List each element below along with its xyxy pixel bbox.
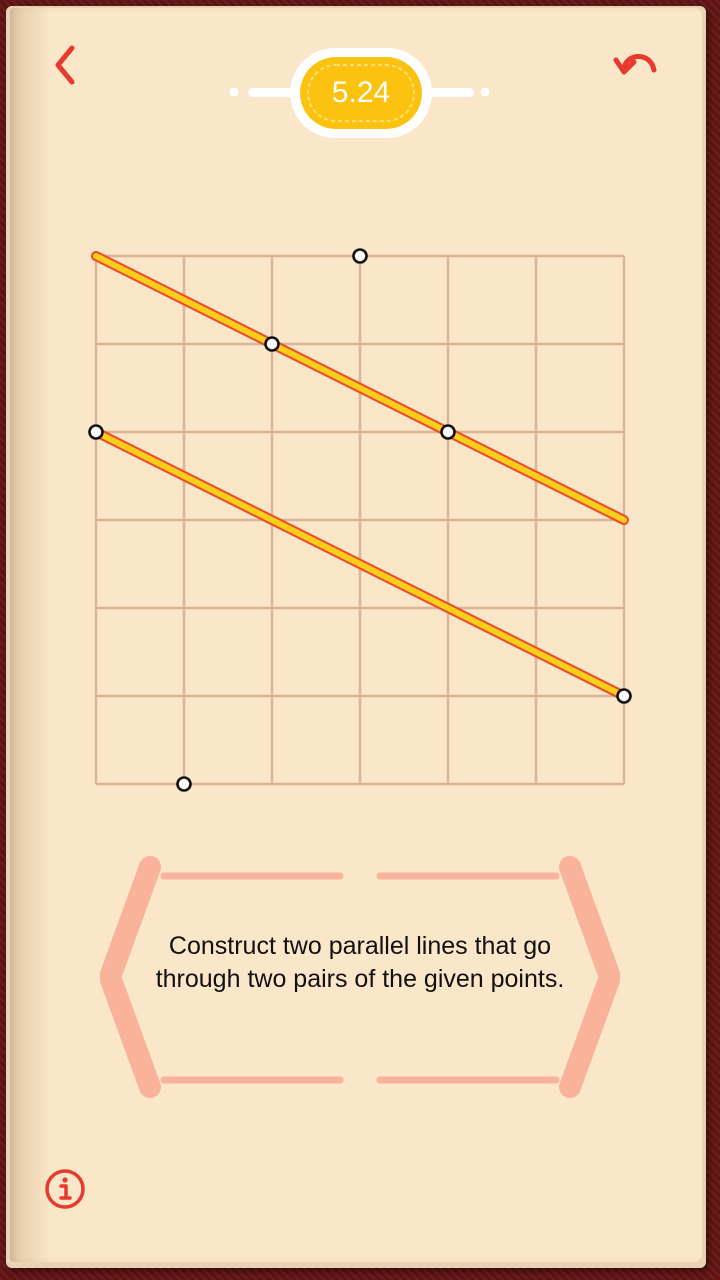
spine-shade xyxy=(10,8,50,1262)
constructed-line xyxy=(91,427,629,701)
given-point[interactable] xyxy=(88,424,104,440)
back-button[interactable] xyxy=(42,40,90,90)
line-fill xyxy=(93,253,627,523)
level-number: 5.24 xyxy=(331,76,391,109)
level-badge-shape xyxy=(229,48,490,138)
grid xyxy=(94,254,626,786)
instruction-frame xyxy=(100,856,620,1098)
constructed-lines xyxy=(91,251,629,701)
level-indicator: 5.24 xyxy=(226,48,496,138)
given-point[interactable] xyxy=(176,776,192,792)
given-points[interactable] xyxy=(88,248,632,792)
instruction-text: Construct two parallel lines that go thr… xyxy=(155,932,565,993)
given-point[interactable] xyxy=(352,248,368,264)
undo-icon xyxy=(613,54,657,75)
undo-button[interactable] xyxy=(606,40,662,90)
puzzle-board[interactable] xyxy=(0,0,720,820)
given-point[interactable] xyxy=(264,336,280,352)
given-point[interactable] xyxy=(440,424,456,440)
given-point[interactable] xyxy=(616,688,632,704)
line-fill xyxy=(93,429,627,699)
info-icon xyxy=(45,1169,85,1209)
chevron-left-icon xyxy=(55,45,75,85)
constructed-line xyxy=(91,251,629,525)
info-button[interactable] xyxy=(40,1164,90,1214)
